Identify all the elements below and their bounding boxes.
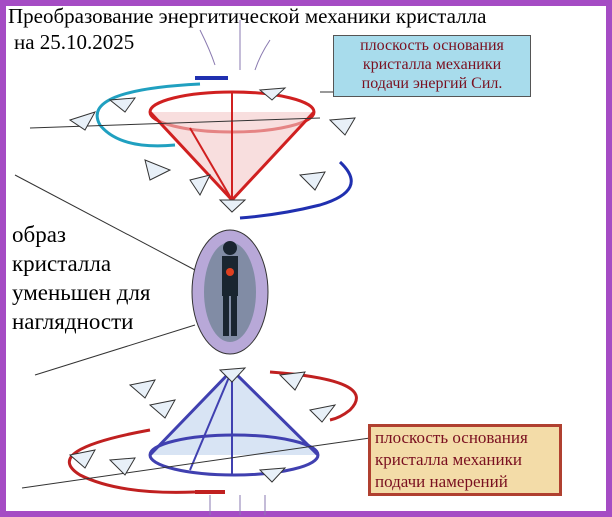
- top-plane-line: [29, 117, 321, 129]
- bottom-plane-label: плоскость основания кристалла механики п…: [368, 424, 562, 496]
- bottom-label-line: плоскость основания: [375, 428, 528, 447]
- caption-line: кристалла: [12, 251, 112, 276]
- bottom-cone: [148, 368, 320, 477]
- top-cone: [148, 90, 316, 202]
- bottom-plane-line: [21, 437, 371, 489]
- red-rotation-arrow-lower: [67, 428, 196, 494]
- crystal-figure-image: [191, 229, 269, 355]
- top-plane-label: плоскость основания кристалла механики п…: [333, 35, 531, 97]
- blue-rotation-arrow: [239, 160, 353, 220]
- date-label: на 25.10.2025: [14, 30, 135, 54]
- bottom-label-line: подачи намерений: [375, 472, 508, 491]
- top-label-line: подачи энергий Сил.: [361, 75, 503, 92]
- crystal-caption: образ кристалла уменьшен для наглядности: [12, 220, 151, 336]
- cyan-rotation-arrow: [95, 82, 201, 148]
- bottom-label-line: кристалла механики: [375, 450, 522, 469]
- red-rotation-arrow-upper: [269, 370, 358, 422]
- incoming-arrows: [199, 20, 271, 515]
- caption-line: уменьшен для: [12, 280, 151, 305]
- small-pyramids: [68, 87, 356, 483]
- top-label-line: плоскость основания: [360, 37, 504, 54]
- caption-line: наглядности: [12, 309, 134, 334]
- caption-line: образ: [12, 222, 66, 247]
- page-title: Преобразование энергитической механики к…: [8, 4, 487, 28]
- top-label-line: кристалла механики: [362, 56, 502, 73]
